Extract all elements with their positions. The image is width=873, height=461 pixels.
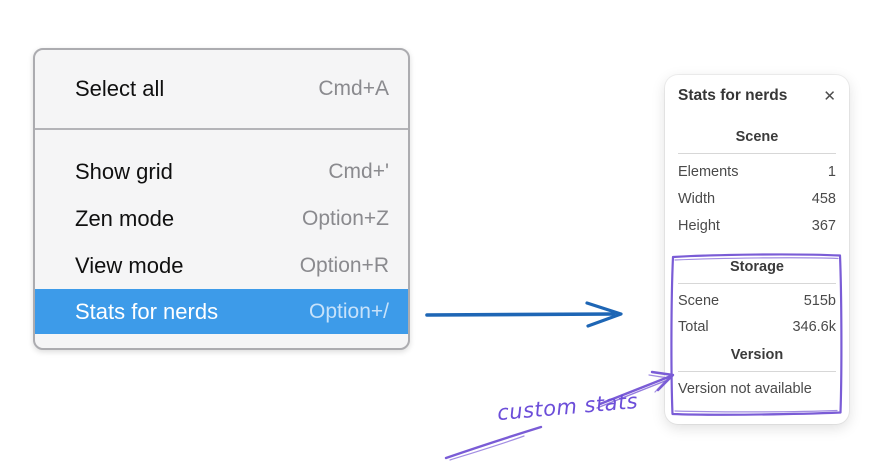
menu-item-shortcut: Option+Z xyxy=(302,206,389,230)
menu-item-shortcut: Cmd+' xyxy=(328,159,389,183)
stats-panel-title: Stats for nerds xyxy=(678,87,788,104)
section-heading-scene: Scene xyxy=(735,129,779,145)
menu-item-label: Stats for nerds xyxy=(75,298,219,324)
section-divider xyxy=(678,153,836,154)
menu-divider xyxy=(35,128,408,130)
stats-panel: Stats for nerds ✕ Scene Elements 1 Width… xyxy=(665,75,849,424)
menu-item-view-mode[interactable]: View mode Option+R xyxy=(35,242,408,289)
menu-item-select-all[interactable]: Select all Cmd+A xyxy=(35,50,408,128)
stat-value: 367 xyxy=(811,217,836,234)
section-heading-version: Version xyxy=(730,347,784,363)
stat-row-width: Width 458 xyxy=(678,185,836,212)
menu-item-label: View mode xyxy=(75,252,184,278)
stat-row-height: Height 367 xyxy=(678,212,836,239)
menu-item-label: Select all xyxy=(75,76,165,101)
stat-value: 515b xyxy=(803,293,836,309)
menu-item-shortcut: Option+R xyxy=(299,253,389,277)
menu-item-show-grid[interactable]: Show grid Cmd+' xyxy=(35,148,408,195)
stat-row-scene-size: Scene 515b xyxy=(678,288,836,314)
menu-item-zen-mode[interactable]: Zen mode Option+Z xyxy=(35,195,408,242)
menu-item-stats-for-nerds[interactable]: Stats for nerds Option+/ xyxy=(35,289,408,334)
annotation-label: custom stats xyxy=(496,388,640,426)
stat-label: Width xyxy=(678,190,716,207)
stat-label: Height xyxy=(678,217,720,234)
stat-label: Total xyxy=(678,319,709,335)
section-divider xyxy=(678,371,836,372)
context-menu: Select all Cmd+A Show grid Cmd+' Zen mod… xyxy=(33,48,410,350)
menu-item-shortcut: Cmd+A xyxy=(318,77,389,100)
menu-item-label: Show grid xyxy=(75,158,173,184)
stat-value: 346.6k xyxy=(792,319,836,335)
section-divider xyxy=(678,283,836,284)
stat-label: Elements xyxy=(678,163,739,180)
stat-row-total-size: Total 346.6k xyxy=(678,314,836,340)
storage-rows: Scene 515b Total 346.6k xyxy=(678,288,836,340)
version-note: Version not available xyxy=(678,381,812,397)
close-icon[interactable]: ✕ xyxy=(823,87,836,105)
stat-row-elements: Elements 1 xyxy=(678,158,836,185)
stats-panel-header: Stats for nerds ✕ xyxy=(678,87,836,105)
menu-item-shortcut: Option+/ xyxy=(309,299,389,323)
section-heading-storage: Storage xyxy=(730,259,784,275)
scene-rows: Elements 1 Width 458 Height 367 xyxy=(678,158,836,239)
menu-item-label: Zen mode xyxy=(75,205,175,231)
flow-arrow xyxy=(425,301,623,328)
stat-value: 1 xyxy=(827,163,836,180)
stat-value: 458 xyxy=(811,190,836,207)
stat-label: Scene xyxy=(678,293,720,309)
